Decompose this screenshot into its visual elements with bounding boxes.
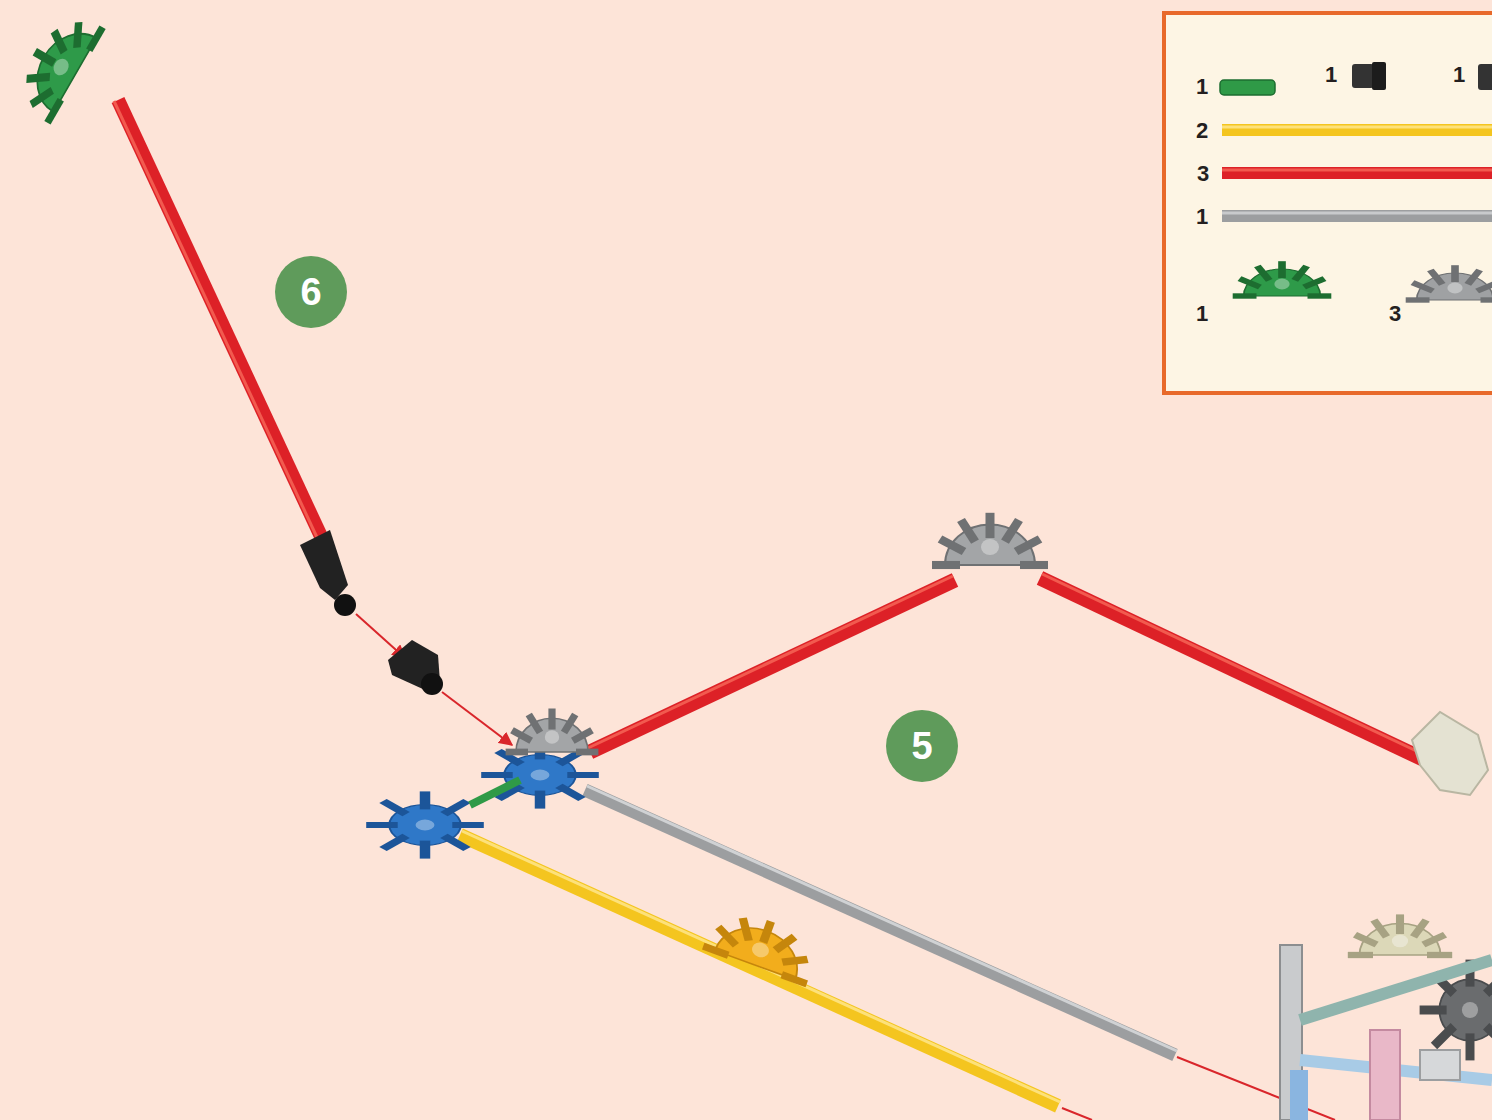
part-count: 1	[1325, 64, 1337, 86]
callout-circle: 6	[275, 256, 347, 328]
part-count: 2	[1196, 120, 1208, 142]
model-base	[1280, 914, 1492, 1120]
step-6-parts	[7, 4, 512, 745]
step-5-parts	[366, 513, 1488, 1120]
part-count: 1	[1453, 64, 1465, 86]
callout-circle: 5	[886, 710, 958, 782]
part-count: 1	[1196, 76, 1208, 98]
part-count: 1	[1196, 303, 1208, 325]
callout-number: 5	[911, 727, 932, 765]
part-count: 3	[1197, 163, 1209, 185]
part-count: 3	[1389, 303, 1401, 325]
part-count: 1	[1196, 206, 1208, 228]
callout-number: 6	[300, 273, 321, 311]
parts-panel	[1164, 13, 1492, 393]
